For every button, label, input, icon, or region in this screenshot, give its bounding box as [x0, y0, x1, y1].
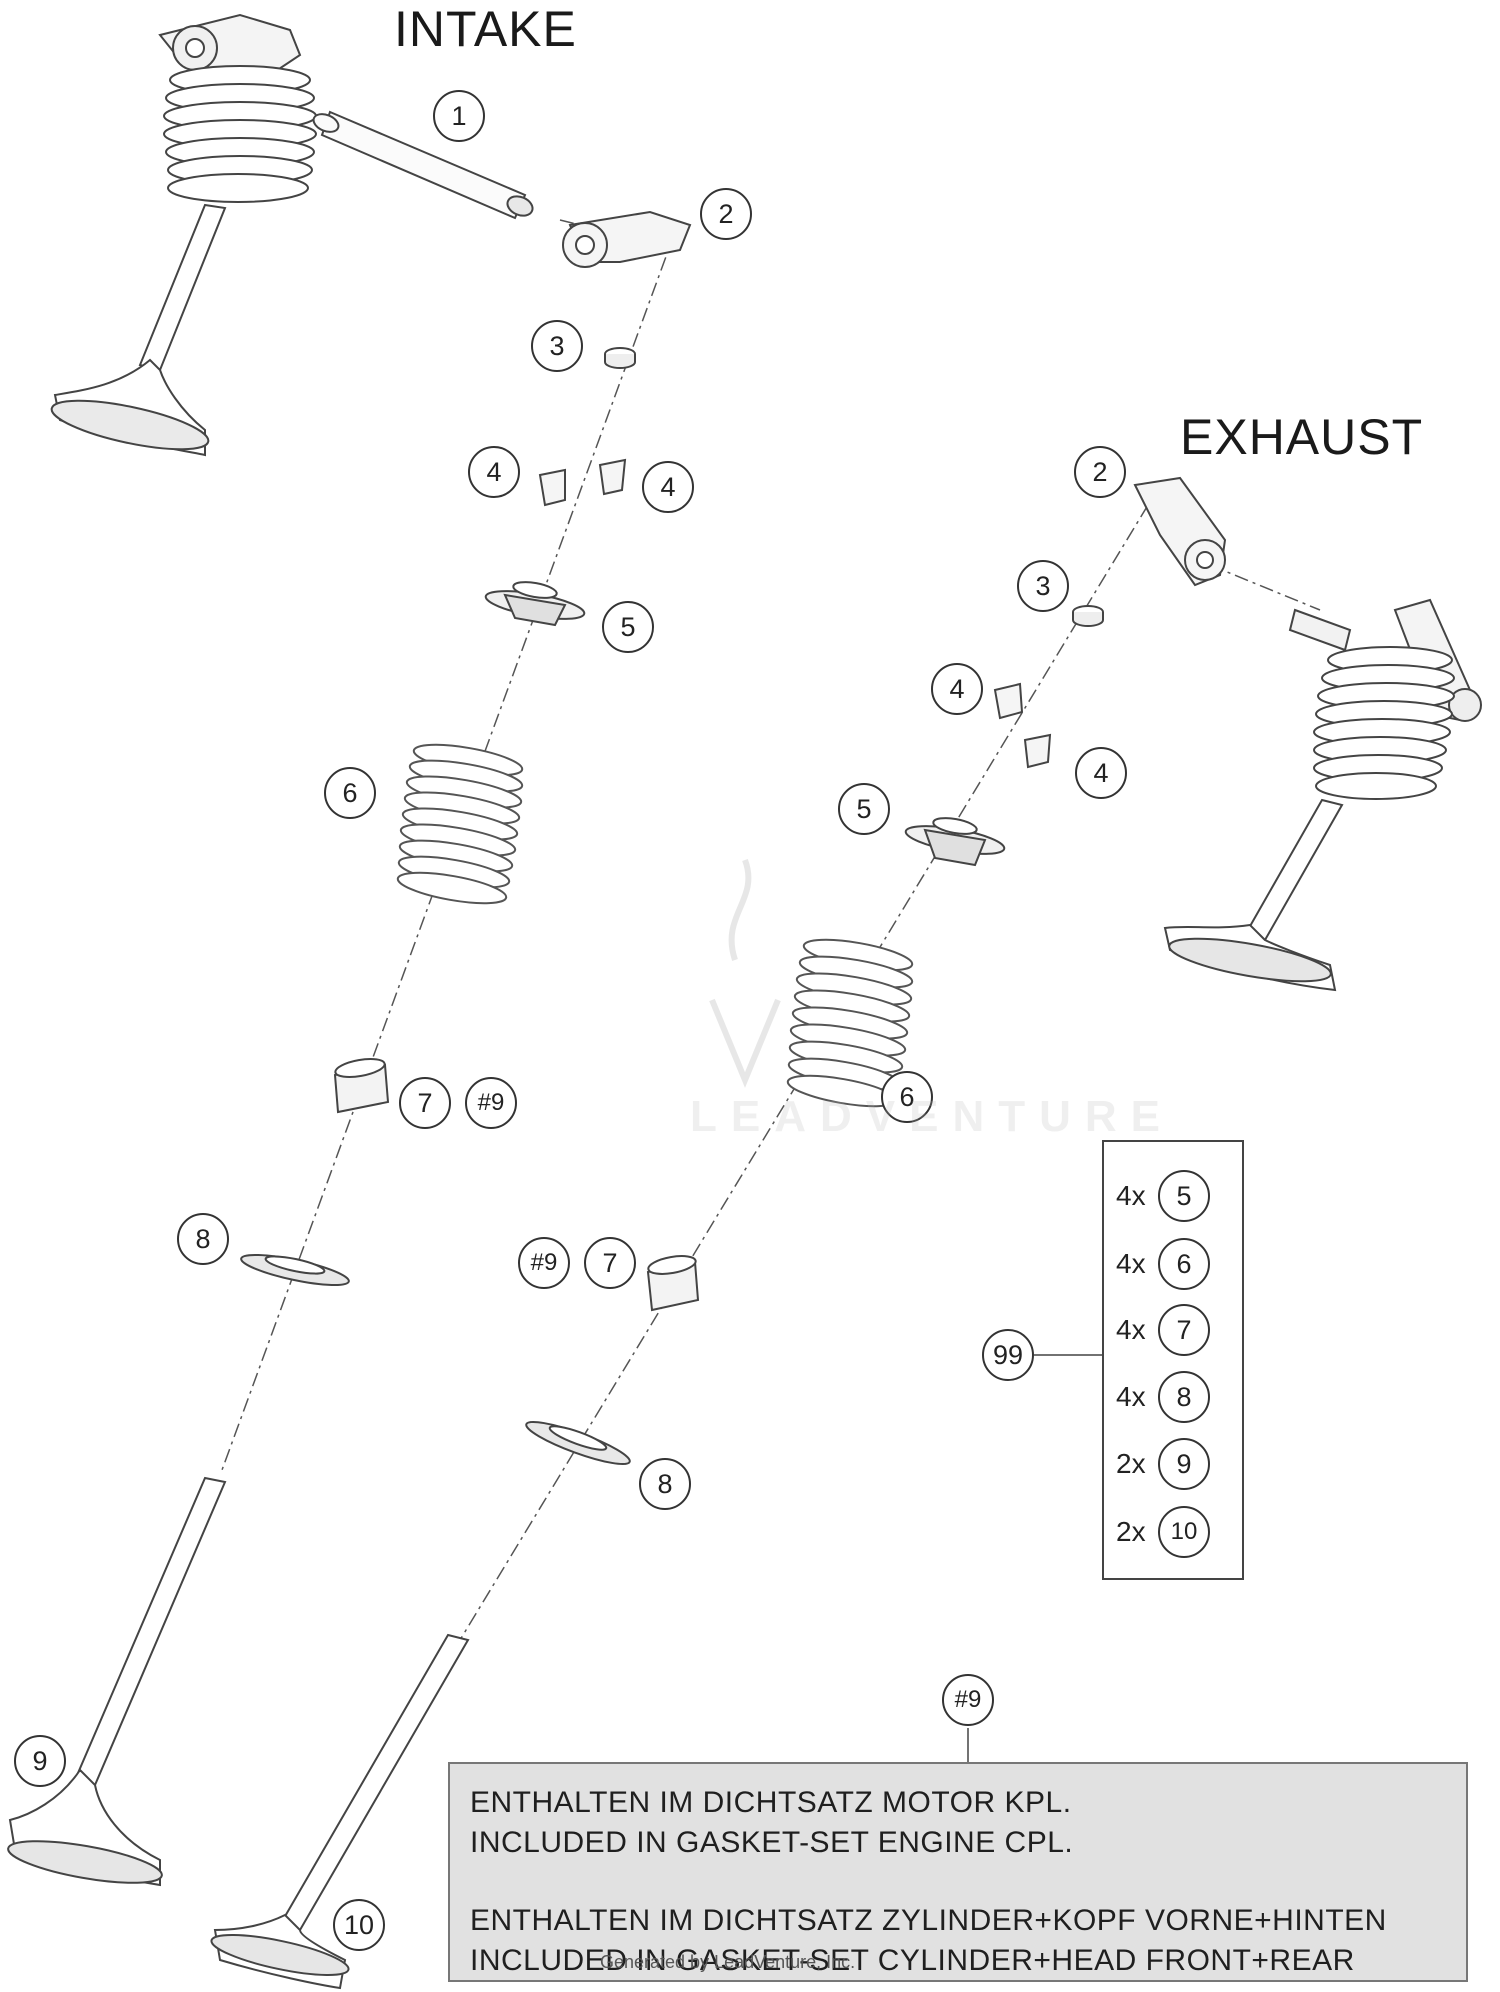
note-line-3: ENTHALTEN IM DICHTSATZ ZYLINDER+KOPF VOR…: [470, 1904, 1387, 1937]
callout-intake-9[interactable]: 9: [14, 1735, 66, 1787]
note-line-2: INCLUDED IN GASKET-SET ENGINE CPL.: [470, 1826, 1074, 1859]
exhaust-assembled-valve: [1163, 598, 1482, 992]
kit-part-callout[interactable]: 8: [1158, 1371, 1210, 1423]
callout-exhaust-ref-9[interactable]: #9: [518, 1237, 570, 1289]
callout-exhaust-4-left[interactable]: 4: [931, 663, 983, 715]
kit-row-3: 4x 7: [1116, 1302, 1210, 1358]
intake-shim-part-3: [604, 347, 636, 369]
callout-exhaust-10[interactable]: 10: [333, 1899, 385, 1951]
kit-row-6: 2x 10: [1116, 1504, 1210, 1560]
callout-intake-8[interactable]: 8: [177, 1213, 229, 1265]
callout-exhaust-6[interactable]: 6: [881, 1071, 933, 1123]
kit-part-callout[interactable]: 7: [1158, 1304, 1210, 1356]
note-line-4: INCLUDED IN GASKET-SET CYLINDER+HEAD FRO…: [470, 1944, 1355, 1977]
intake-assembled-valve: [50, 13, 317, 457]
exhaust-retainer-part-5: [904, 817, 1006, 867]
kit-row-5: 2x 9: [1116, 1436, 1210, 1492]
intake-spring-part-6: [396, 743, 524, 905]
intake-retainer-part-5: [484, 581, 586, 627]
callout-exhaust-4-right[interactable]: 4: [1075, 747, 1127, 799]
intake-assembled-spring: [163, 65, 317, 203]
intake-rocker-part-2: [562, 210, 692, 268]
footer-credit: Generated by LeadVenture, Inc.: [600, 1952, 856, 1972]
kit-row-4: 4x 8: [1116, 1369, 1210, 1425]
callout-intake-4-left[interactable]: 4: [468, 446, 520, 498]
callout-intake-2[interactable]: 2: [700, 188, 752, 240]
callout-note-ref-9[interactable]: #9: [942, 1674, 994, 1726]
exhaust-washer-part-8: [525, 1420, 631, 1466]
exhaust-rocker-part-2: [1133, 476, 1227, 587]
exhaust-valve-part-10: [210, 1633, 470, 1990]
note-line-1: ENTHALTEN IM DICHTSATZ MOTOR KPL.: [470, 1786, 1072, 1819]
callout-intake-3[interactable]: 3: [531, 320, 583, 372]
watermark-text: LEADVENTURE: [690, 1092, 1175, 1141]
gasket-set-note: ENTHALTEN IM DICHTSATZ MOTOR KPL. INCLUD…: [448, 1762, 1468, 1982]
kit-part-callout[interactable]: 9: [1158, 1438, 1210, 1490]
kit-part-callout[interactable]: 10: [1158, 1506, 1210, 1558]
callout-kit-99[interactable]: 99: [982, 1329, 1034, 1381]
exhaust-shim-part-3: [1072, 605, 1104, 627]
callout-intake-ref-9[interactable]: #9: [465, 1077, 517, 1129]
callout-exhaust-5[interactable]: 5: [838, 783, 890, 835]
kit-qty: 4x: [1116, 1180, 1146, 1211]
callout-exhaust-8[interactable]: 8: [639, 1458, 691, 1510]
watermark-logo: [709, 858, 781, 1088]
exhaust-keepers-part-4: [993, 682, 1052, 769]
leader-lines: [967, 1354, 1102, 1762]
kit-qty: 2x: [1116, 1448, 1146, 1479]
intake-valve-part-9: [7, 1476, 227, 1887]
callout-exhaust-3[interactable]: 3: [1017, 560, 1069, 612]
kit-qty: 4x: [1116, 1248, 1146, 1279]
rocker-shaft-part-1: [312, 110, 534, 220]
kit-qty: 4x: [1116, 1314, 1146, 1345]
exhaust-axis: [459, 219, 1321, 1641]
kit-qty: 4x: [1116, 1381, 1146, 1412]
exhaust-assembled-spring: [1313, 646, 1455, 800]
exhaust-title: EXHAUST: [1180, 409, 1424, 465]
kit-part-callout[interactable]: 5: [1158, 1170, 1210, 1222]
callout-intake-6[interactable]: 6: [324, 767, 376, 819]
kit-row-1: 4x 5: [1116, 1168, 1210, 1224]
intake-title: INTAKE: [394, 1, 577, 57]
intake-washer-part-8: [240, 1253, 350, 1287]
intake-keepers-part-4: [538, 458, 627, 507]
callout-exhaust-7[interactable]: 7: [584, 1237, 636, 1289]
callout-intake-7[interactable]: 7: [399, 1077, 451, 1129]
exhaust-seal-part-7: [646, 1255, 700, 1312]
callout-intake-1[interactable]: 1: [433, 90, 485, 142]
exhaust-spring-part-6: [786, 938, 914, 1108]
kit-part-callout[interactable]: 6: [1158, 1238, 1210, 1290]
kit-row-2: 4x 6: [1116, 1236, 1210, 1292]
callout-intake-4-right[interactable]: 4: [642, 461, 694, 513]
kit-contents-box: 4x 5 4x 6 4x 7 4x 8 2x 9 2x 10: [1102, 1140, 1244, 1580]
callout-intake-5[interactable]: 5: [602, 601, 654, 653]
callout-exhaust-2[interactable]: 2: [1074, 446, 1126, 498]
kit-qty: 2x: [1116, 1516, 1146, 1547]
intake-seal-part-7: [333, 1058, 390, 1114]
